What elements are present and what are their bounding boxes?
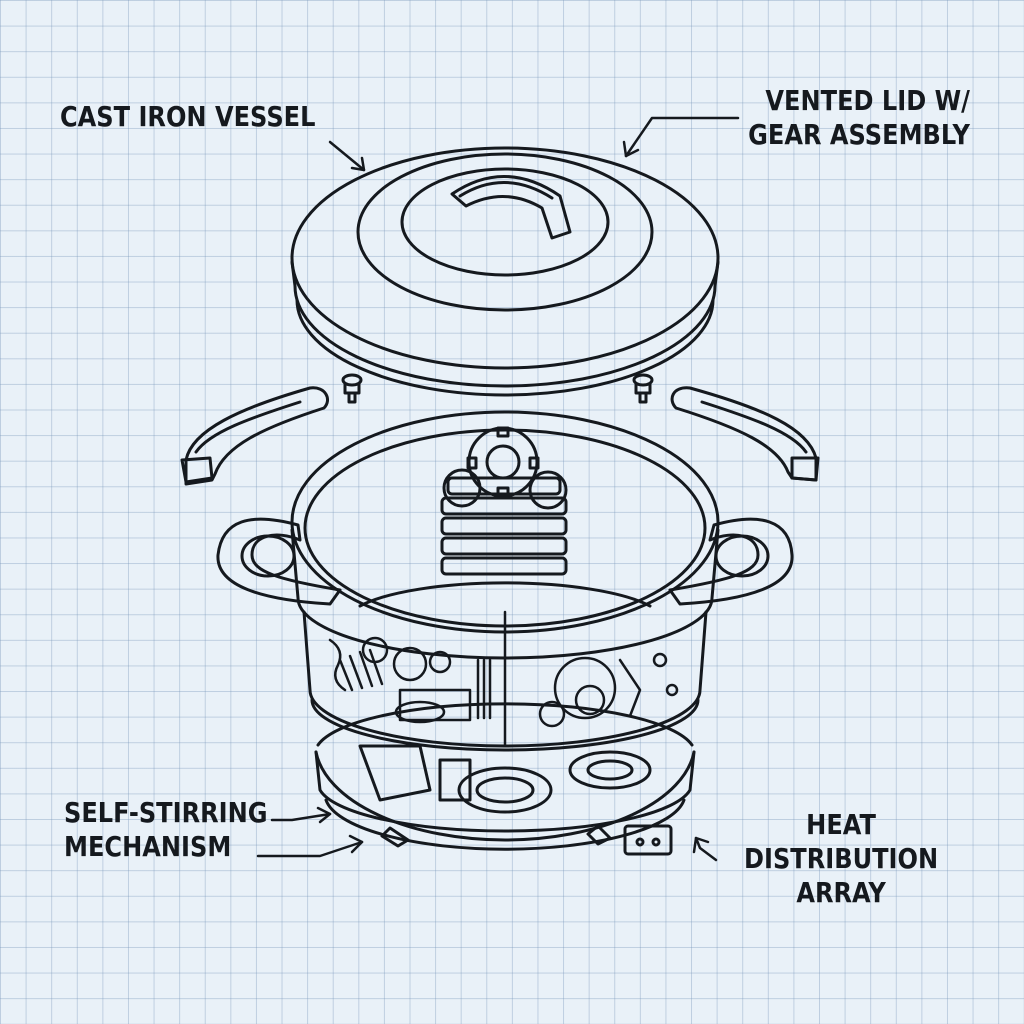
arrow-vented-lid: [622, 116, 740, 158]
gear-assembly: [440, 426, 568, 576]
bolt-right: [632, 373, 654, 404]
pot-handle-right: [668, 517, 794, 606]
label-cast-iron-vessel: CAST IRON VESSEL: [60, 100, 316, 133]
lid-handle: [450, 175, 572, 240]
arrow-heat-distribution: [692, 836, 718, 862]
leader-arrows: [256, 116, 740, 862]
arrow-self-stirring-upper: [270, 806, 332, 824]
label-heat-distribution-array: HEAT DISTRIBUTION ARRAY: [744, 808, 939, 909]
bolt-left: [341, 373, 363, 404]
label-vented-lid: VENTED LID W/ GEAR ASSEMBLY: [748, 84, 970, 151]
vented-lid: [290, 146, 720, 397]
side-handle-left: [180, 386, 329, 486]
pot-handle-left: [216, 517, 342, 606]
heat-distribution-base: [314, 702, 696, 856]
arrow-cast-iron-vessel: [328, 140, 366, 172]
internal-mechanism: [328, 610, 679, 747]
side-handle-right: [670, 386, 820, 482]
label-self-stirring-mechanism: SELF-STIRRING MECHANISM: [64, 796, 268, 863]
arrow-self-stirring-lower: [256, 834, 364, 858]
